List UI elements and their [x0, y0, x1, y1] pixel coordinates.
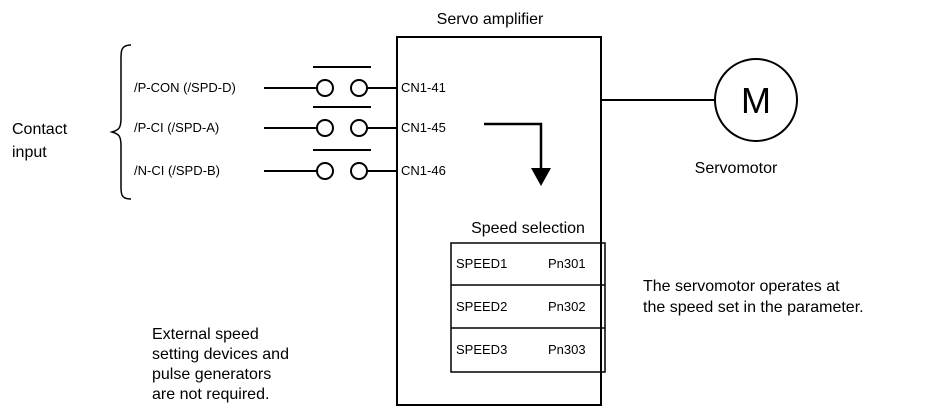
- motor-icon: [714, 58, 798, 142]
- input-row-n-ci: /N-CI (/SPD-B) CN1-46: [134, 149, 446, 180]
- note-bottom-line2: setting devices and: [152, 346, 289, 363]
- contact-input-label-line2: input: [12, 144, 47, 161]
- flow-arrow-line: [484, 122, 543, 170]
- input-row-p-con: /P-CON (/SPD-D) CN1-41: [134, 66, 446, 97]
- note-bottom-line4: are not required.: [152, 386, 269, 403]
- contact-terminal-right: [350, 162, 368, 180]
- note-bottom-line3: pulse generators: [152, 366, 271, 383]
- contact-terminal-left: [316, 162, 334, 180]
- speed-param: Pn302: [548, 299, 586, 314]
- speed-param: Pn301: [548, 256, 586, 271]
- contact-terminal-left: [316, 79, 334, 97]
- speed-name: SPEED2: [456, 299, 507, 314]
- signal-label: /P-CON (/SPD-D): [134, 80, 236, 95]
- signal-label: /P-CI (/SPD-A): [134, 120, 219, 135]
- terminal-label: CN1-46: [401, 163, 446, 178]
- speed-name: SPEED1: [456, 256, 507, 271]
- terminal-label: CN1-45: [401, 120, 446, 135]
- note-right-line2: the speed set in the parameter.: [643, 299, 864, 316]
- contact-terminal-left: [316, 119, 334, 137]
- signal-label: /N-CI (/SPD-B): [134, 163, 220, 178]
- note-right-line1: The servomotor operates at: [643, 278, 840, 295]
- note-bottom-line1: External speed: [152, 326, 259, 343]
- contact-terminal-right: [350, 119, 368, 137]
- contact-terminal-right: [350, 79, 368, 97]
- contact-input-label-line1: Contact: [12, 121, 68, 138]
- speed-param: Pn303: [548, 342, 586, 357]
- speed-name: SPEED3: [456, 342, 507, 357]
- speed-selection-table: [450, 242, 606, 373]
- servo-amplifier-box: [396, 36, 602, 406]
- flow-arrow-head: [531, 168, 551, 186]
- contact-input-brace: [109, 44, 132, 200]
- terminal-label: CN1-41: [401, 80, 446, 95]
- motor-symbol: M: [741, 80, 771, 121]
- amplifier-title: Servo amplifier: [437, 11, 544, 28]
- input-row-p-ci: /P-CI (/SPD-A) CN1-45: [134, 106, 446, 137]
- speed-selection-title: Speed selection: [471, 220, 585, 237]
- motor-label: Servomotor: [695, 160, 778, 177]
